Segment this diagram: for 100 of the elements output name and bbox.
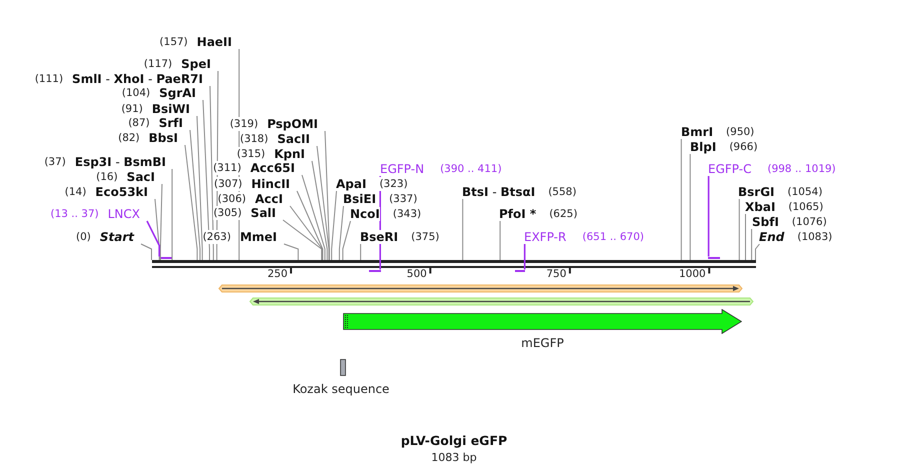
cut-position: (375) (411, 230, 440, 244)
leader-line (184, 144, 198, 260)
leader-line (154, 198, 160, 260)
cut-position: (337) (389, 192, 418, 206)
leader-line (216, 70, 218, 260)
leader-line (140, 244, 152, 260)
primer-binding-mark (369, 270, 381, 272)
leader-line (324, 130, 330, 260)
primer-name: LNCX (108, 207, 140, 221)
enzyme-name: PfoI * (499, 207, 536, 221)
enzyme-name: SgrAI (159, 86, 196, 100)
enzyme-name: BseRI (360, 230, 398, 244)
cut-position: (82) (118, 131, 140, 145)
cut-position: (1065) (788, 200, 824, 214)
enzyme-name: HaeII (196, 35, 232, 49)
enzyme-name: SpeI (181, 57, 211, 71)
leader-line (342, 220, 351, 260)
enzyme-name: NcoI (350, 207, 380, 221)
enzyme-name: MmeI (240, 230, 277, 244)
enzyme-name: SacI (126, 170, 155, 184)
primer-position: (390 .. 411) (440, 162, 502, 176)
cut-position: (37) (44, 155, 66, 169)
cut-position: (14) (64, 185, 86, 199)
enzyme-name: KpnI (274, 147, 305, 161)
scale-label: 750 (546, 268, 566, 280)
leader-line (284, 244, 299, 260)
cut-position: (558) (548, 185, 576, 199)
cut-position: (343) (392, 207, 422, 221)
primer-position: (998 .. 1019) (767, 162, 836, 176)
leader-line (755, 244, 760, 260)
enzyme-name: BmrI (681, 125, 714, 139)
cut-position: (104) (122, 86, 150, 100)
leader-line (172, 168, 173, 260)
enzyme-name: BtsI - BtsαI (462, 185, 536, 199)
leader-line (202, 100, 210, 260)
enzyme-name: XbaI (745, 200, 776, 214)
leader-line (690, 154, 691, 260)
enzyme-name: AccI (255, 192, 283, 206)
enzyme-name: BsrGI (738, 185, 775, 199)
leader-line (738, 198, 740, 260)
enzyme-name: BlpI (690, 140, 716, 154)
primer-position: (651 .. 670) (582, 230, 644, 244)
leader-line (338, 206, 344, 260)
cut-position: (305) (213, 206, 242, 220)
sequence-end-label: Start (100, 230, 134, 244)
primer-position: (13 .. 37) (50, 207, 99, 221)
enzyme-name: SacII (277, 132, 310, 146)
leader-line (290, 206, 323, 260)
primer-name: EGFP-C (708, 162, 752, 176)
leader-line (331, 190, 337, 260)
primer-binding-mark (708, 256, 720, 258)
dna-backbone (152, 260, 756, 268)
enzyme-name: SrfI (158, 116, 183, 130)
enzyme-name: Eco53kI (95, 185, 148, 199)
cut-position: (318) (240, 132, 268, 146)
feature-band (218, 284, 743, 292)
enzyme-name: PspOMI (267, 117, 318, 131)
cut-position: (950) (726, 125, 754, 139)
scale-label: 1000 (678, 268, 706, 280)
leader-line (360, 244, 362, 260)
cut-position: (315) (236, 147, 266, 161)
leader-line (462, 198, 464, 260)
leader-line (190, 130, 200, 260)
feature-label: Kozak sequence (292, 382, 390, 396)
cut-position: (157) (160, 35, 188, 49)
cut-position: (0) (76, 230, 91, 244)
leader-line (316, 146, 330, 260)
cut-position: (307) (214, 177, 242, 191)
leader-line (680, 138, 682, 260)
cut-position: (323) (379, 177, 408, 191)
enzyme-name: Acc65I (250, 161, 295, 175)
cut-position: (1076) (792, 215, 827, 229)
cut-position: (966) (729, 140, 758, 154)
enzyme-name: BbsI (148, 131, 178, 145)
leader-line (196, 116, 203, 260)
enzyme-name: ApaI (336, 177, 366, 191)
feature-label: mEGFP (521, 336, 564, 350)
primer-name: EXFP-R (524, 230, 566, 244)
leader-line (708, 176, 710, 256)
leader-line (524, 244, 526, 270)
scale-label: 500 (406, 268, 427, 280)
leader-line (146, 220, 160, 256)
enzyme-name: BsiEI (343, 192, 376, 206)
sequence-end-label: End (759, 230, 784, 244)
cut-position: (306) (218, 192, 246, 206)
primer-binding-mark (514, 270, 526, 272)
leader-line (302, 174, 326, 260)
cut-position: (87) (128, 116, 150, 130)
leader-line (312, 160, 328, 260)
cut-position: (625) (549, 207, 578, 221)
leader-line (282, 220, 322, 260)
cut-position: (1054) (788, 185, 822, 199)
enzyme-name: Esp3I - BsmBI (74, 155, 166, 169)
feature-band (249, 296, 754, 306)
leader-line (210, 86, 214, 260)
cut-position: (319) (230, 117, 258, 131)
scale-label: 250 (267, 268, 288, 280)
leader-line (751, 228, 752, 260)
leader-line (500, 220, 501, 260)
cut-position: (111) (34, 72, 64, 86)
